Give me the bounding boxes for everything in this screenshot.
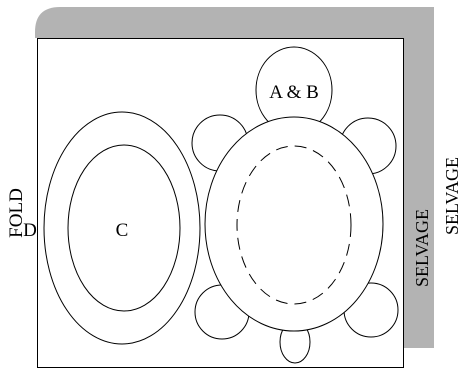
piece-c-inner-oval [67,144,181,312]
selvage-outer-label: SELVAGE [442,157,462,235]
piece-ab-turtle [191,46,399,364]
piece-c-label: C [116,220,129,241]
fold-label: FOLD [6,188,27,238]
selvage-inner-label: SELVAGE [412,209,432,287]
piece-ab-label: A & B [269,82,319,103]
turtle-body [204,116,384,332]
piece-d-outer-oval [43,111,201,345]
piece-d-label: D [23,220,37,241]
turtle-dashed-oval [236,145,352,305]
